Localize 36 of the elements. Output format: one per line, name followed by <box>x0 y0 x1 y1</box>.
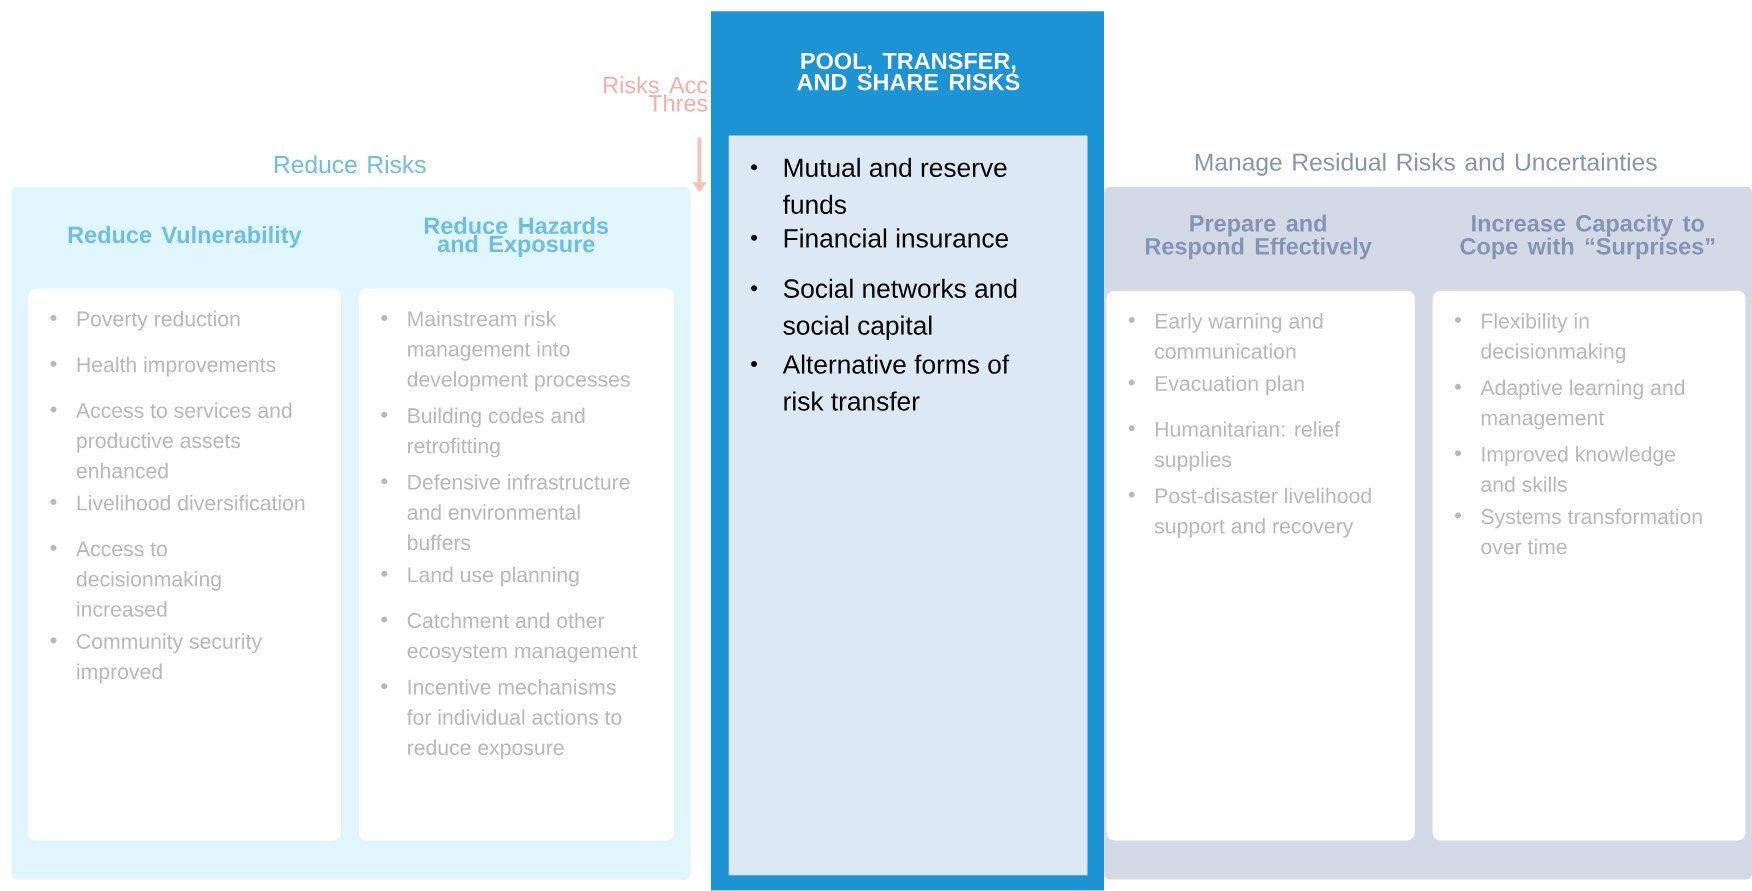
list-box: Reduce Vulnerability Poverty reduction Health improvements Access to services and productive assets enhanced Livelihood diversification Access to decisionmaking increased Community security improved <box>28 226 341 841</box>
bullet-item: Defensive infrastructure and environmental buffers <box>381 474 630 551</box>
bullet-item: Post-disaster livelihood support and recovery <box>1128 488 1371 538</box>
bullet-item: Financial insurance <box>751 228 1008 248</box>
bullet-item: Adaptive learning and management <box>1455 379 1685 430</box>
bullet-item: Poverty reduction <box>50 311 240 331</box>
node-label: Increase Capacity to Cope with “Surprises” <box>1460 214 1715 260</box>
bullet-item: Building codes and retrofitting <box>381 407 585 458</box>
bullet-item: Early warning and communication <box>1128 313 1323 360</box>
bullet-item: Mutual and reserve funds <box>751 158 1007 215</box>
bullet-item: Social networks and social capital <box>751 278 1017 341</box>
bullet-item: Evacuation plan <box>1128 375 1304 396</box>
bullet-item: Flexibility in decisionmaking <box>1455 313 1626 364</box>
list-box: Increase Capacity to Cope with “Surprises” Flexibility in decisionmaking Adaptive learning and management Improved knowledge and skills Systems transformation over time <box>1432 214 1746 841</box>
bullet-item: Health improvements <box>50 356 276 377</box>
bullet-item: Livelihood diversification <box>50 495 305 511</box>
bullet-item: Community security improved <box>50 633 262 684</box>
bullet-item: Alternative forms of risk transfer <box>751 354 1010 411</box>
list-box <box>728 135 1088 876</box>
node-label: Reduce Vulnerability <box>68 226 302 249</box>
threshold-label: Risks Acc Thres <box>604 76 708 112</box>
bullet-item: Humanitarian: relief supplies <box>1128 421 1340 472</box>
node-label: Reduce Hazards and Exposure <box>424 217 609 258</box>
bullet-item: Access to decisionmaking increased <box>50 541 221 617</box>
bullet-item: Improved knowledge and skills <box>1455 446 1676 493</box>
bullet-item: Systems transformation over time <box>1455 508 1702 555</box>
bullet-item: Land use planning <box>381 566 579 587</box>
bullet-item: Mainstream risk management into development processes <box>381 311 630 392</box>
list-box: Reduce Hazards and Exposure Mainstream risk management into development processes Building codes and retrofitting Defensive infrastructure and environmental buffers Land use planning Catchment and other ecosystem management Incentive mechanisms for individual actions to reduce exposure <box>358 217 674 841</box>
node-label: Prepare and Respond Effectively <box>1145 214 1372 260</box>
bullet-item: Catchment and other ecosystem management <box>381 612 638 663</box>
bullet-item: Incentive mechanisms for individual actions to reduce exposure <box>381 679 622 760</box>
list-box: Prepare and Respond Effectively Early warning and communication Evacuation plan Humanitarian: relief supplies Post-disaster livelihood support and recovery <box>1106 214 1415 841</box>
bullet-item: Access to services and productive assets enhanced <box>50 402 292 479</box>
node-label: Reduce Risks <box>275 155 426 174</box>
node-label: Manage Residual Risks and Uncertainties <box>1195 153 1657 176</box>
